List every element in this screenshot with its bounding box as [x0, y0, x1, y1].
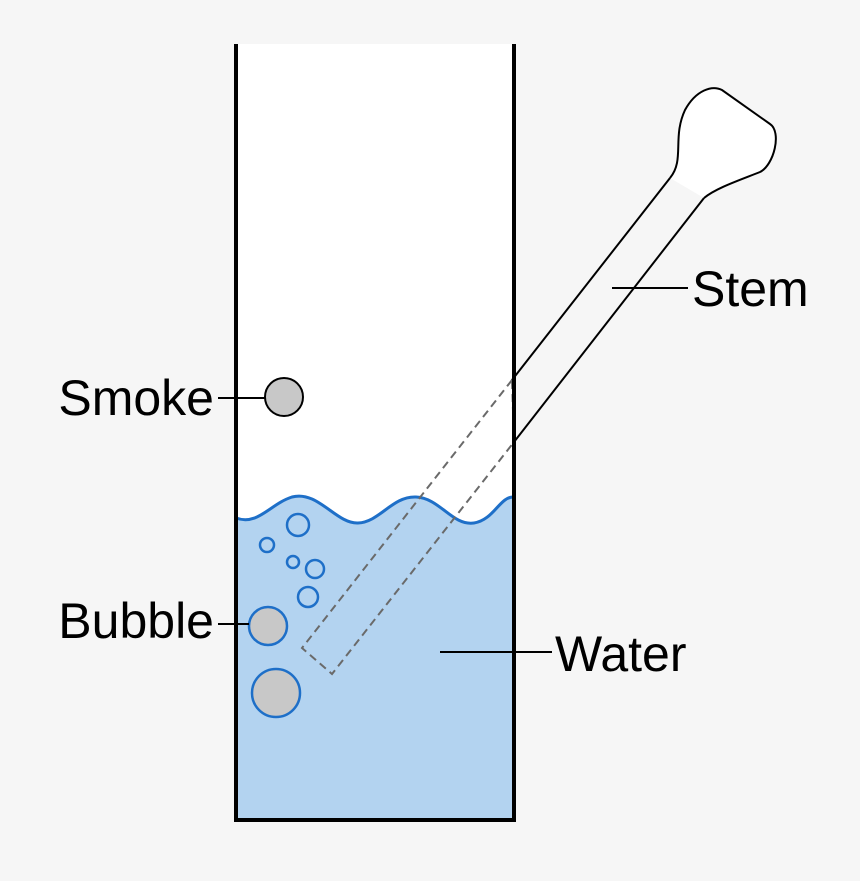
water-label: Water	[555, 626, 687, 682]
smoke-label: Smoke	[58, 370, 214, 426]
stem-edge-right	[513, 197, 705, 443]
bubble-label: Bubble	[58, 593, 214, 649]
bubble-large	[250, 667, 302, 719]
bubble-small	[304, 558, 326, 580]
container-wall	[234, 44, 516, 822]
bubble-small	[285, 512, 311, 538]
bubble-medium	[247, 605, 289, 647]
bubble-small	[258, 536, 276, 554]
smoke-particle	[264, 377, 304, 417]
bubble-small	[285, 554, 301, 570]
water-surface	[235, 494, 515, 525]
stem-label: Stem	[692, 261, 809, 317]
stem-bowl	[669, 87, 777, 199]
water-body	[236, 496, 514, 820]
stem-edge-left	[511, 177, 671, 381]
bubble-small	[296, 585, 320, 609]
